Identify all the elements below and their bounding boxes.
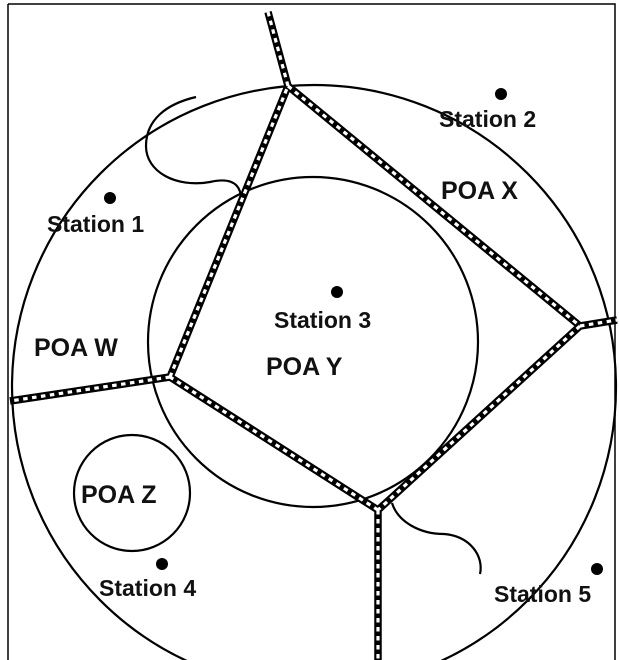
station-2-label: Station 2 <box>439 106 536 132</box>
frame-border <box>7 3 616 660</box>
station-4-marker <box>156 558 168 570</box>
station-1-marker <box>104 192 116 204</box>
poa-z-label: POA Z <box>81 481 156 509</box>
outer-coverage-circle <box>10 83 618 660</box>
inner-coverage-circle <box>146 175 480 509</box>
station-1-label: Station 1 <box>47 211 144 237</box>
sector-boundaries <box>9 11 618 660</box>
station-2-marker <box>495 88 507 100</box>
station-5-label: Station 5 <box>494 581 591 607</box>
sector-boundary-dashes <box>9 11 618 660</box>
wavy-boundary-lower <box>390 502 482 575</box>
poa-z-circle <box>72 433 192 553</box>
poa-w-label: POA W <box>34 334 118 362</box>
poa-y-label: POA Y <box>266 353 343 381</box>
station-4-label: Station 4 <box>99 575 196 601</box>
station-3-marker <box>331 286 343 298</box>
poa-x-label: POA X <box>441 177 518 205</box>
wavy-boundary-upper <box>144 95 242 213</box>
station-3-label: Station 3 <box>274 307 371 333</box>
station-5-marker <box>591 563 603 575</box>
